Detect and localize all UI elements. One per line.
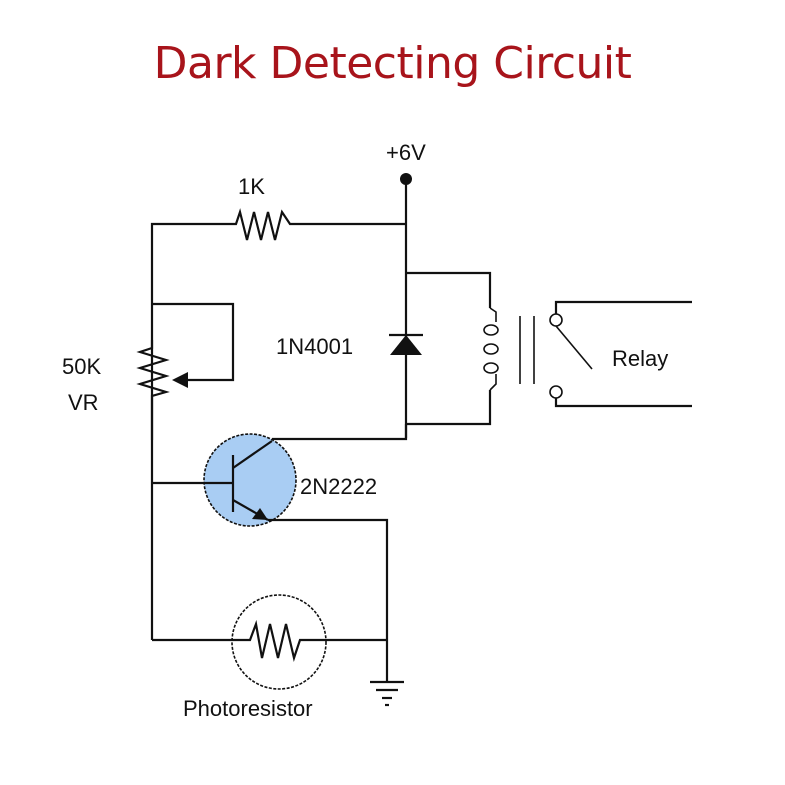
photoresistor-icon	[152, 594, 387, 690]
variable-resistor-icon	[136, 340, 188, 402]
npn-transistor-icon	[152, 424, 408, 640]
potentiometer-value-label: 50K	[62, 354, 101, 379]
ground-icon	[370, 640, 404, 707]
supply-label: +6V	[386, 140, 426, 165]
diagram-title: Dark Detecting Circuit	[153, 38, 632, 89]
resistor-label: 1K	[238, 174, 265, 199]
transistor-label: 2N2222	[300, 474, 377, 499]
potentiometer-type-label: VR	[68, 390, 99, 415]
relay-label: Relay	[612, 346, 668, 371]
diode-label: 1N4001	[276, 334, 353, 359]
photoresistor-label: Photoresistor	[183, 696, 313, 721]
power-terminal-icon	[400, 173, 412, 224]
resistor-icon	[150, 208, 406, 440]
diode-icon	[389, 333, 423, 355]
relay-icon	[406, 271, 692, 426]
